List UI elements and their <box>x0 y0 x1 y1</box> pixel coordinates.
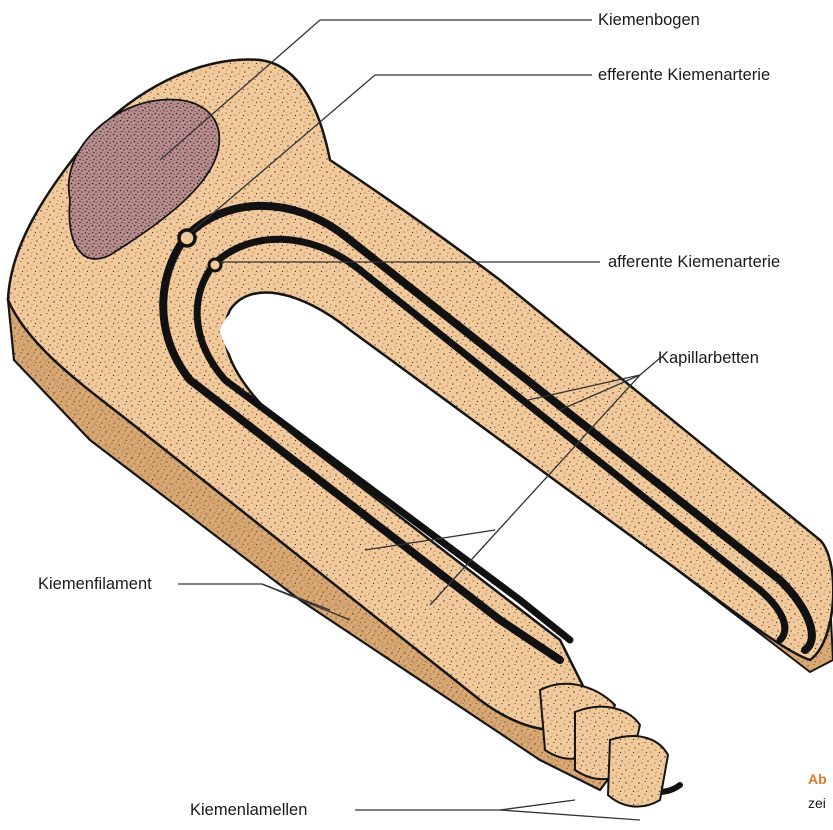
label-kapillarbetten: Kapillarbetten <box>658 350 759 367</box>
label-afferente-kiemenarterie: afferente Kiemenarterie <box>608 254 780 271</box>
caption-text-fragment: zei <box>808 796 826 810</box>
label-kiemenlamellen: Kiemenlamellen <box>190 802 307 819</box>
lamellae <box>540 684 668 807</box>
caption-abbreviation: Ab <box>808 772 827 786</box>
label-kiemenfilament: Kiemenfilament <box>38 576 152 593</box>
label-kiemenbogen: Kiemenbogen <box>598 12 700 29</box>
label-efferente-kiemenarterie: efferente Kiemenarterie <box>598 67 770 84</box>
efferent-opening <box>179 230 195 246</box>
afferent-opening <box>209 259 221 271</box>
leader-kiemenlamellen-2 <box>500 800 575 810</box>
leader-kiemenlamellen <box>355 810 640 820</box>
leader-kapillarbetten-3 <box>640 358 660 375</box>
